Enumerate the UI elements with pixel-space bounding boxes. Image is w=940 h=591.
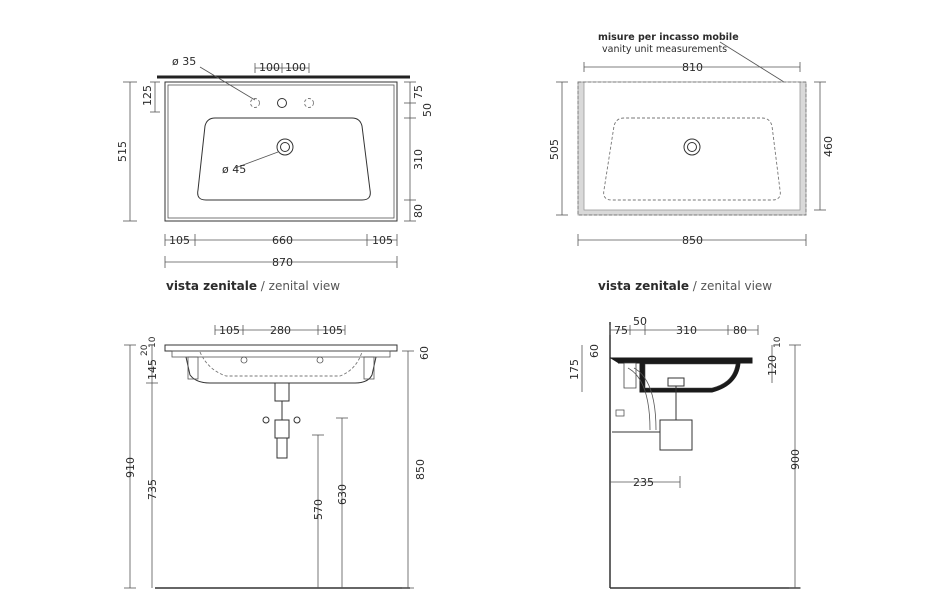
dim-80-side: 80 — [733, 324, 747, 337]
dim-505: 505 — [548, 139, 561, 160]
tap-hole-label: ø 35 — [172, 55, 196, 68]
trap-body — [274, 419, 290, 439]
basin-slab — [164, 344, 398, 352]
dim-50: 50 — [421, 103, 434, 117]
dim-60: 60 — [418, 346, 431, 360]
dim-870: 870 — [272, 256, 293, 269]
tap-hole-leader — [199, 66, 256, 101]
dim-850-front: 850 — [414, 459, 427, 480]
dim-75: 75 — [412, 85, 425, 99]
dim-10-side: 10 — [773, 336, 783, 348]
dim-910: 910 — [124, 457, 137, 478]
spacing-100-b: 100 — [285, 61, 306, 74]
basin-outline — [164, 81, 398, 222]
bowl-outline — [197, 117, 371, 201]
dim-660: 660 — [272, 234, 293, 247]
trap-outlet — [276, 437, 288, 459]
dim-105-right: 105 — [372, 234, 393, 247]
dim-10: 10 — [148, 336, 158, 348]
drain-body — [274, 382, 290, 402]
dim-105-top-left: 105 — [219, 324, 240, 337]
dim-900: 900 — [789, 449, 802, 470]
dim-310: 310 — [412, 149, 425, 170]
dim-120: 120 — [766, 355, 779, 376]
basin-inner-rim — [167, 84, 395, 219]
bowl-profile — [185, 356, 377, 384]
basin-slab-lower — [171, 350, 391, 358]
vanity-note-it: misure per incasso mobile — [598, 32, 739, 43]
vanity-note-en: vanity unit measurements — [602, 44, 727, 55]
trap — [659, 419, 693, 451]
support-left — [187, 356, 199, 380]
dim-125: 125 — [141, 85, 154, 106]
dim-105-top-right: 105 — [322, 324, 343, 337]
dim-75-side: 75 — [614, 324, 628, 337]
dim-460: 460 — [822, 136, 835, 157]
dim-515: 515 — [116, 141, 129, 162]
drain-leader — [234, 151, 279, 169]
support-right — [363, 356, 375, 380]
top-left-plan-view: ø 35 ø 45 100 100 125 515 75 50 310 80 1… — [116, 55, 434, 293]
dim-280: 280 — [270, 324, 291, 337]
dim-50-side: 50 — [633, 315, 647, 328]
vanity-inner — [583, 81, 801, 211]
tap-hole-left — [250, 98, 260, 108]
bottom-right-side-view: 75 50 310 80 60 175 120 10 235 900 — [568, 315, 802, 589]
drain-label: ø 45 — [222, 163, 246, 176]
dim-850: 850 — [682, 234, 703, 247]
caption-top-right: vista zenitale / zenital view — [598, 279, 772, 293]
bowl-inner-dashed — [199, 351, 363, 377]
spacing-100-a: 100 — [259, 61, 280, 74]
dim-105-left: 105 — [169, 234, 190, 247]
vanity-drain-outer — [683, 138, 701, 156]
dim-630: 630 — [336, 484, 349, 505]
drain-inner — [280, 142, 290, 152]
dim-60-side: 60 — [588, 344, 601, 358]
dim-20: 20 — [140, 344, 150, 356]
dim-145: 145 — [146, 359, 159, 380]
dim-80: 80 — [412, 204, 425, 218]
vanity-dashed-outline — [577, 81, 807, 216]
tap-hole-right — [304, 98, 314, 108]
basin-inner-section — [644, 363, 737, 389]
caption-top-left: vista zenitale / zenital view — [166, 279, 340, 293]
tap-hole-center — [277, 98, 287, 108]
dim-810: 810 — [682, 61, 703, 74]
drain-outer — [276, 138, 294, 156]
top-right-vanity-view: misure per incasso mobile vanity unit me… — [548, 32, 835, 293]
dim-235: 235 — [633, 476, 654, 489]
dim-735: 735 — [146, 479, 159, 500]
bottom-left-front-view: 105 280 105 20 10 145 60 910 735 570 630… — [124, 324, 431, 589]
vanity-drain-inner — [687, 142, 697, 152]
dim-570: 570 — [312, 499, 325, 520]
dim-175: 175 — [568, 359, 581, 380]
dim-310-side: 310 — [676, 324, 697, 337]
